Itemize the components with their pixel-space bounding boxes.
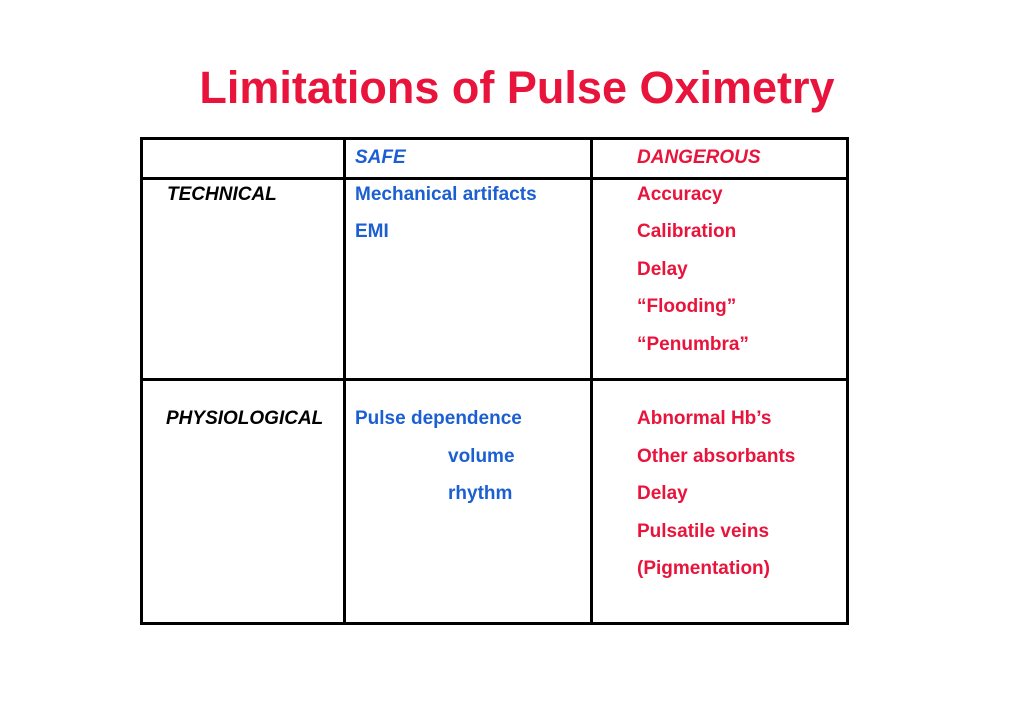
safe-item: EMI: [355, 221, 389, 242]
dangerous-item: Delay: [637, 483, 688, 504]
header-divider: [140, 177, 849, 180]
page-title: Limitations of Pulse Oximetry: [199, 62, 835, 113]
header-safe: SAFE: [355, 147, 406, 168]
table-border-top: [140, 137, 849, 140]
row-label-technical: TECHNICAL: [167, 184, 277, 205]
table-border-left: [140, 137, 143, 625]
table-border-bottom: [140, 622, 849, 625]
dangerous-item: “Flooding”: [637, 296, 737, 317]
dangerous-item: Delay: [637, 259, 688, 280]
row-label-physiological: PHYSIOLOGICAL: [166, 408, 324, 429]
safe-subitem: volume: [448, 446, 515, 467]
table-border-right: [846, 137, 849, 625]
row-divider: [140, 378, 849, 381]
dangerous-item: Pulsatile veins: [637, 521, 770, 542]
dangerous-item: Accuracy: [637, 184, 723, 205]
safe-item: Pulse dependence: [355, 408, 522, 429]
column-divider-2: [590, 137, 593, 625]
dangerous-item: Other absorbants: [637, 446, 796, 467]
column-divider-1: [343, 137, 346, 625]
dangerous-item: Calibration: [637, 221, 737, 242]
safe-subitem: rhythm: [448, 483, 513, 504]
dangerous-item: Abnormal Hb’s: [637, 408, 772, 429]
safe-item: Mechanical artifacts: [355, 184, 537, 205]
header-dangerous: DANGEROUS: [637, 147, 761, 168]
dangerous-item: “Penumbra”: [637, 334, 749, 355]
dangerous-item: (Pigmentation): [637, 558, 770, 579]
